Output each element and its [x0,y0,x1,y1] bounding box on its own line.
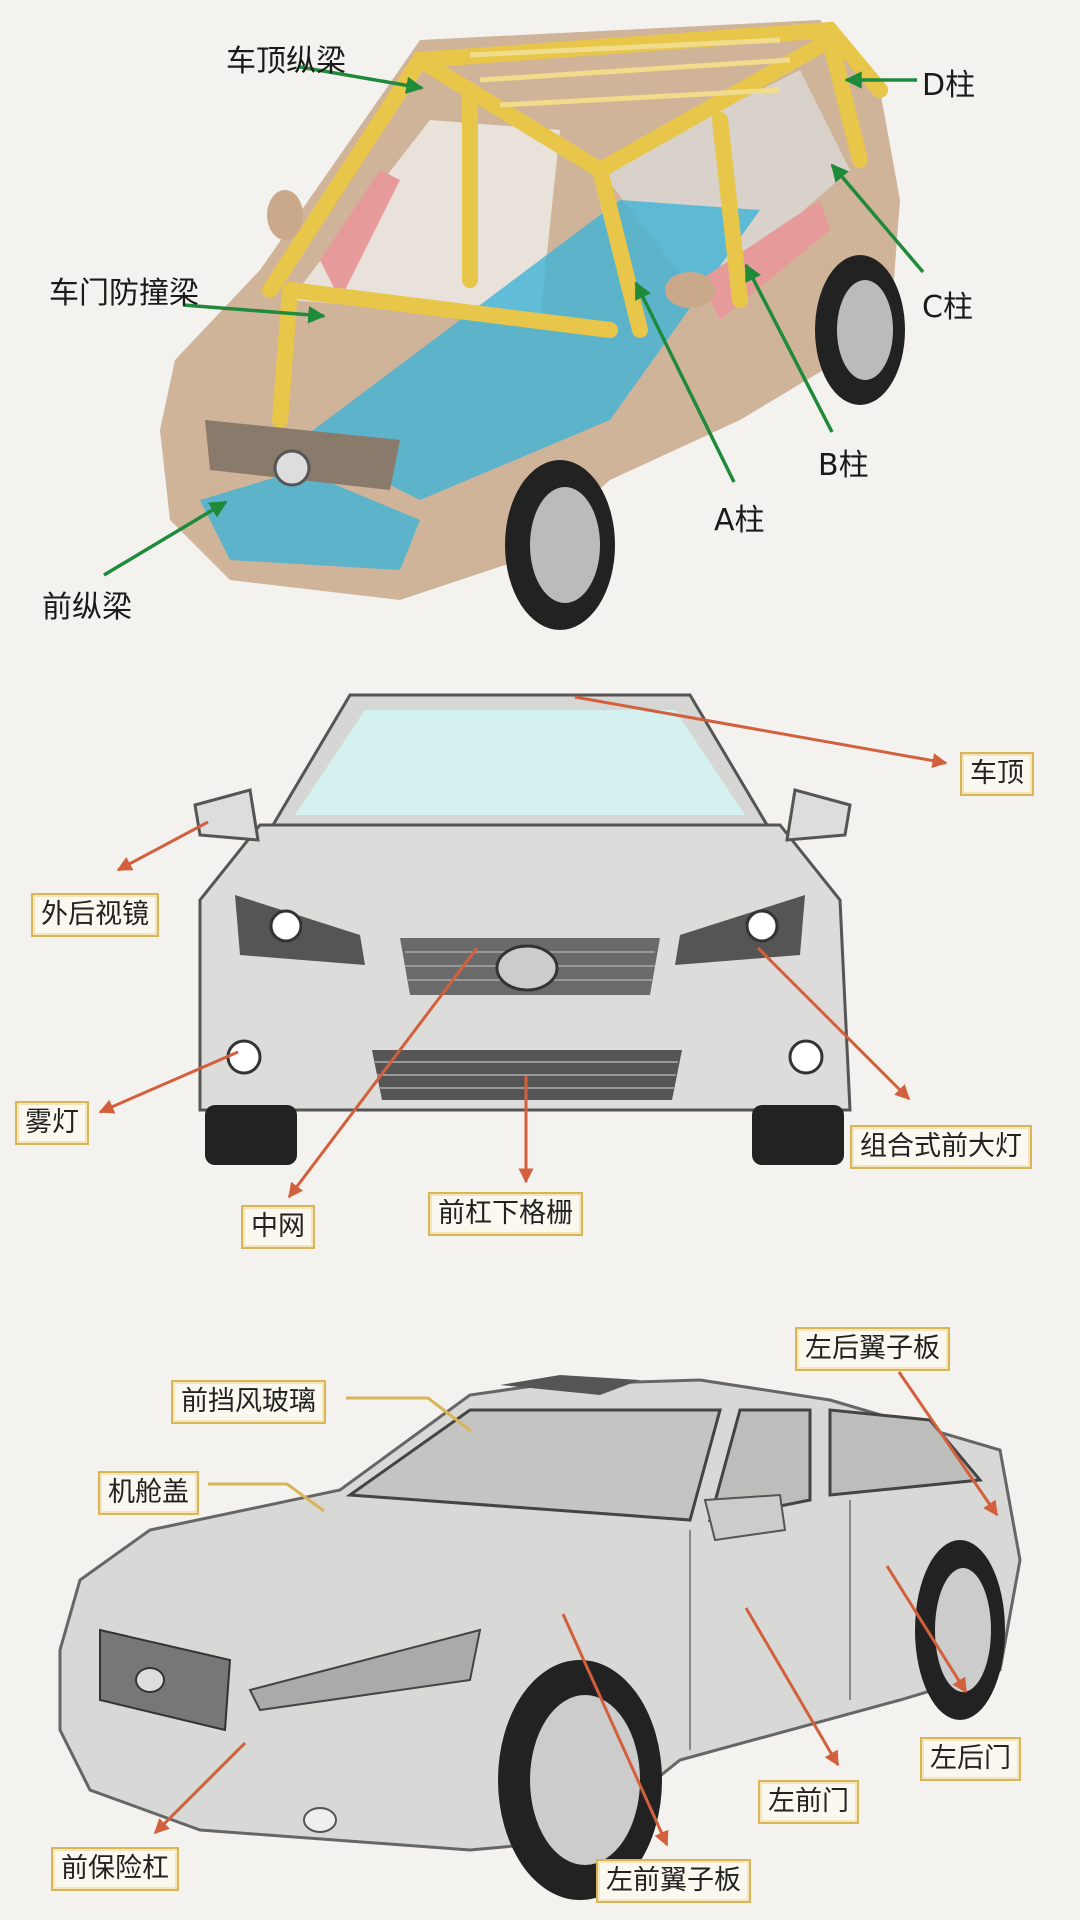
label-front-rail: 前纵梁 [42,590,132,625]
label-door-beam: 车门防撞梁 [49,276,199,311]
label-roof: 车顶 [960,752,1034,796]
front-view-diagram: 车顶 外后视镜 雾灯 组合式前大灯 中网 前杠下格栅 [0,650,1080,1290]
label-hood: 机舱盖 [98,1471,199,1515]
suv-frame-illustration [103,20,925,630]
label-front-door: 左前门 [758,1780,859,1824]
label-windshield: 前挡风玻璃 [171,1380,326,1424]
label-c-pillar: C柱 [922,290,973,325]
label-b-pillar: B柱 [818,448,869,483]
sedan-side-illustration [58,1371,1022,1900]
label-headlamp: 组合式前大灯 [850,1125,1032,1169]
label-a-pillar: A柱 [714,503,765,538]
body-structure-diagram: 车顶纵梁 D柱 车门防撞梁 C柱 B柱 A柱 前纵梁 [0,0,1080,650]
label-rear-door: 左后门 [920,1737,1021,1781]
side-view-diagram: 左后翼子板 前挡风玻璃 机舱盖 左后门 左前门 前保险杠 左前翼子板 [0,1290,1080,1920]
label-exterior-mirror: 外后视镜 [31,893,159,937]
label-lower-grille: 前杠下格栅 [428,1192,583,1236]
label-d-pillar: D柱 [922,68,976,103]
label-grille: 中网 [241,1205,315,1249]
sedan-front-illustration [98,693,948,1199]
label-roof-rail: 车顶纵梁 [226,44,346,79]
label-rear-fender: 左后翼子板 [795,1327,950,1371]
label-front-bumper: 前保险杠 [51,1847,179,1891]
label-fog-lamp: 雾灯 [15,1101,89,1145]
label-front-fender: 左前翼子板 [596,1859,751,1903]
